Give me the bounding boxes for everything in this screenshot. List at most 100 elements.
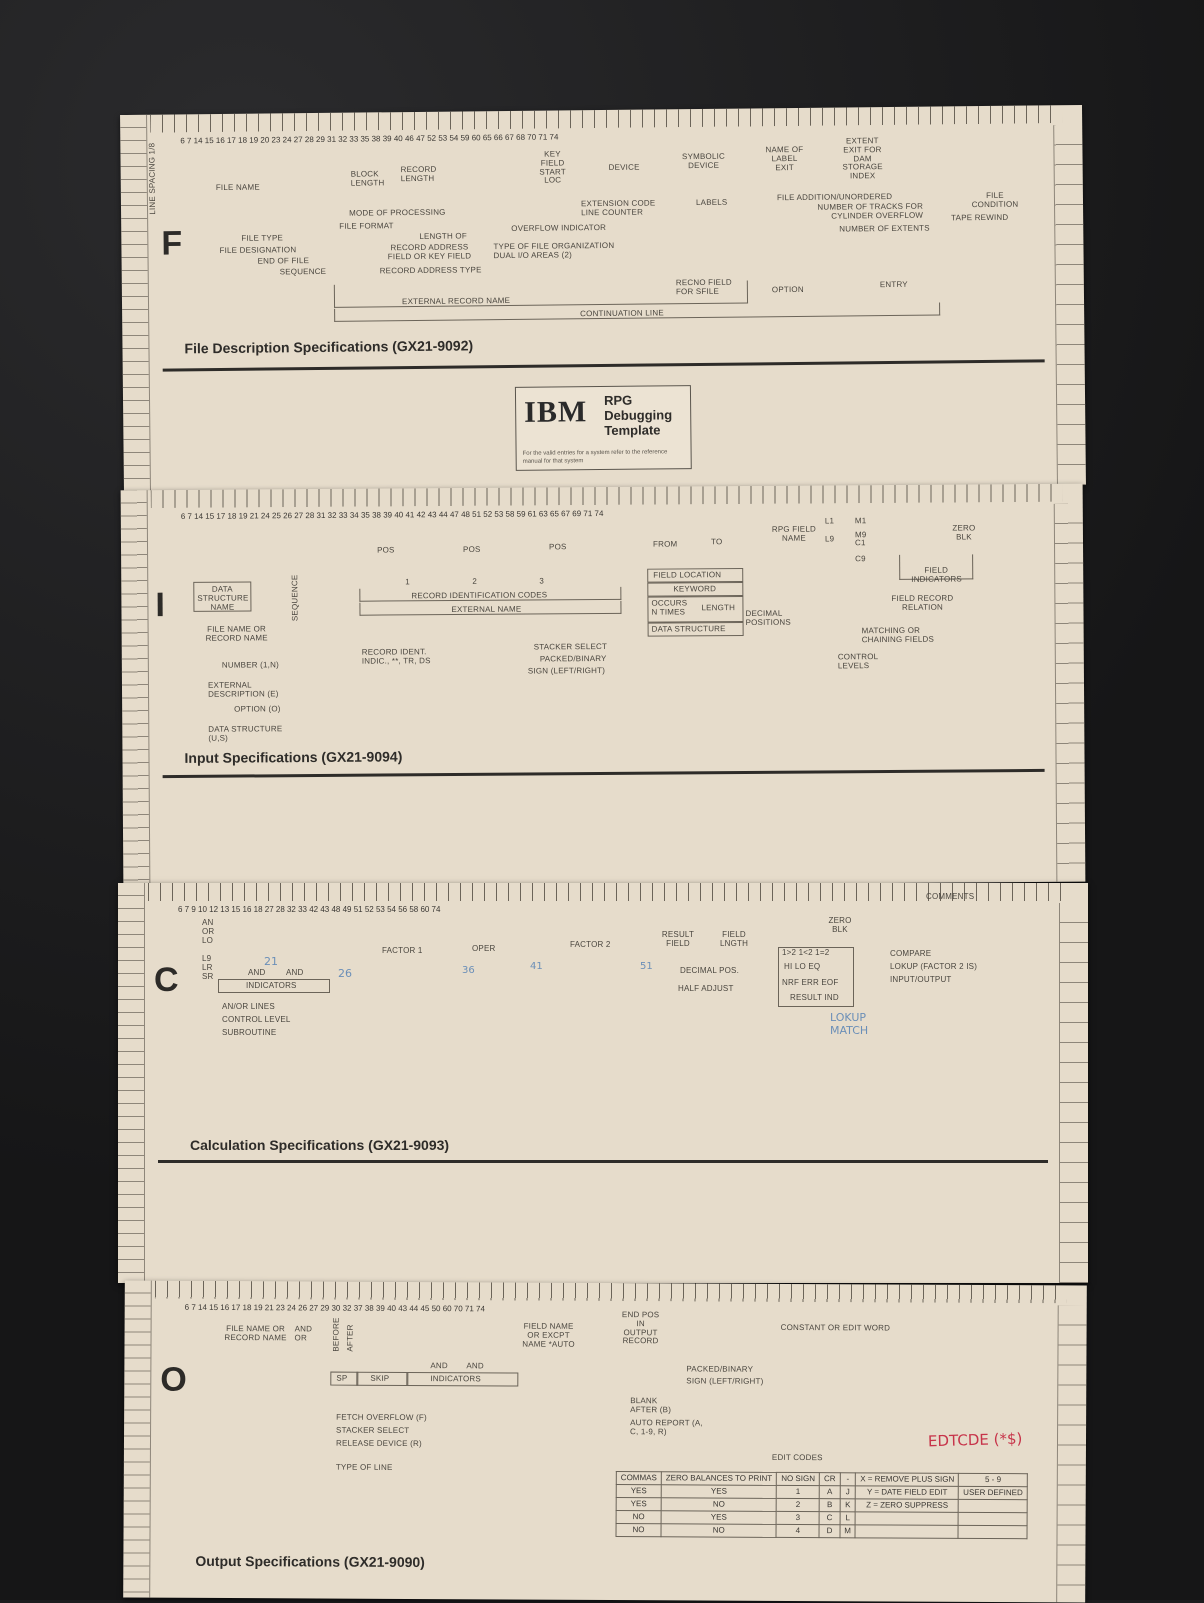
sign-label: SIGN (LEFT/RIGHT)	[686, 1376, 764, 1386]
cell	[958, 1525, 1028, 1539]
continuation-line-label: CONTINUATION LINE	[580, 308, 664, 319]
column-numbers: 6 7 9 10 12 13 15 16 18 27 28 32 33 42 4…	[178, 905, 441, 914]
section-title: File Description Specifications (GX21-90…	[184, 337, 474, 357]
file-name-label: FILE NAME	[215, 182, 260, 193]
handwritten-note-51: 51	[640, 961, 653, 972]
file-name-record-label: FILE NAME OR RECORD NAME	[224, 1324, 287, 1343]
cell: NO	[616, 1510, 662, 1524]
external-name-label: EXTERNAL NAME	[451, 604, 522, 615]
template-note: For the valid entries for a system refer…	[522, 449, 668, 465]
section-title: Input Specifications (GX21-9094)	[184, 748, 403, 766]
data-structure-name-label: DATA STRUCTURE NAME	[197, 584, 249, 612]
length-label: LENGTH	[701, 603, 736, 613]
input-output-label: INPUT/OUTPUT	[890, 975, 952, 984]
overflow-indicator-label: OVERFLOW INDICATOR	[511, 222, 607, 233]
header-zero-balances: ZERO BALANCES TO PRINT	[661, 1471, 777, 1486]
l1-label: L1	[824, 516, 835, 526]
template-name-line-2: Debugging	[604, 407, 673, 423]
cell: K	[839, 1498, 856, 1512]
cell: A	[819, 1485, 841, 1499]
control-levels-label: CONTROL LEVELS	[837, 652, 879, 671]
ibm-logo: IBM	[523, 395, 588, 429]
sp-label: SP	[336, 1373, 348, 1383]
and-1-label: AND	[430, 1361, 448, 1371]
template-name-line-3: Template	[604, 422, 661, 438]
indicators-label: INDICATORS	[430, 1374, 481, 1384]
cell	[855, 1524, 959, 1539]
decimal-positions-label: DECIMAL POSITIONS	[745, 608, 791, 627]
nrf-err-eof-values: NRF ERR EOF	[782, 978, 839, 987]
and-1-label: AND	[248, 968, 266, 977]
factor-1-label: FACTOR 1	[382, 946, 423, 955]
section-letter: I	[155, 586, 166, 625]
handwritten-note-36: 36	[462, 965, 475, 976]
indicators-box	[218, 979, 330, 993]
edit-codes-table: COMMAS ZERO BALANCES TO PRINT NO SIGN CR…	[615, 1471, 1028, 1539]
number-label: NUMBER (1,N)	[221, 660, 279, 670]
matching-label: MATCHING OR CHAINING FIELDS	[861, 625, 935, 644]
packed-binary-label: PACKED/BINARY	[539, 653, 607, 664]
handwritten-edtcde: EDTCDE (*$)	[927, 1429, 1023, 1451]
edit-codes-label: EDIT CODES	[771, 1452, 823, 1463]
divider	[158, 1160, 1048, 1163]
pos2-label: POS	[463, 544, 481, 554]
end-pos-label: END POS IN OUTPUT RECORD	[621, 1310, 660, 1346]
cell: YES	[616, 1484, 662, 1498]
line-spacing-label: LINE SPACING 1/8	[147, 142, 158, 215]
field-record-relation-label: FIELD RECORD RELATION	[891, 593, 954, 612]
cell: YES	[616, 1497, 662, 1511]
factor-2-label: FACTOR 2	[570, 940, 611, 949]
and-2-label: AND	[286, 968, 304, 977]
column-ruler	[154, 1280, 1067, 1304]
cell: NO	[616, 1523, 662, 1537]
header-minus: -	[840, 1472, 856, 1486]
right-spacing-strip	[1056, 1305, 1087, 1603]
cell: 3	[776, 1511, 820, 1525]
cell: USER DEFINED	[958, 1486, 1028, 1500]
file-designation-label: FILE DESIGNATION	[219, 245, 297, 256]
right-spacing-strip	[1053, 503, 1086, 882]
subroutine-label: SUBROUTINE	[222, 1028, 277, 1037]
header-cr: CR	[819, 1472, 841, 1486]
line-spacing-strip	[118, 883, 145, 1283]
cell: D	[819, 1524, 840, 1538]
after-label: AFTER	[345, 1324, 355, 1352]
record-length-label: RECORD LENGTH	[400, 164, 437, 183]
indicators-label: INDICATORS	[246, 981, 297, 990]
record-ident-codes-label: RECORD IDENTIFICATION CODES	[411, 590, 548, 601]
cell: NO	[661, 1523, 777, 1538]
calculation-card: 6 7 9 10 12 13 15 16 18 27 28 32 33 42 4…	[118, 883, 1088, 1283]
sequence-label: SEQUENCE	[290, 574, 300, 622]
output-card: 6 7 14 15 16 17 18 19 21 23 24 26 27 29 …	[123, 1280, 1087, 1603]
cell: 1	[776, 1485, 820, 1499]
c1-label: C1	[854, 538, 866, 548]
header-commas: COMMAS	[616, 1471, 662, 1485]
control-level-label: CONTROL LEVEL	[222, 1015, 291, 1024]
fetch-overflow-label: FETCH OVERFLOW (F)	[336, 1412, 427, 1423]
number-of-tracks-label: NUMBER OF TRACKS FOR CYLINDER OVERFLOW	[817, 201, 924, 221]
labels-label: LABELS	[695, 197, 728, 208]
input-card: 6 7 14 15 17 18 19 21 24 25 26 27 28 31 …	[120, 483, 1086, 889]
cell: Y = DATE FIELD EDIT	[855, 1485, 959, 1500]
cell: L	[839, 1511, 856, 1525]
result-field-label: RESULT FIELD	[661, 930, 695, 948]
constant-edit-word-label: CONSTANT OR EDIT WORD	[780, 1322, 891, 1333]
option-label: OPTION	[771, 284, 804, 295]
header-x-remove: X = REMOVE PLUS SIGN	[855, 1472, 959, 1487]
right-spacing-strip	[1059, 903, 1088, 1283]
lokup-label: LOKUP (FACTOR 2 IS)	[890, 962, 978, 971]
field-length-label: FIELD LNGTH	[719, 930, 749, 948]
handwritten-note-41: 41	[530, 961, 543, 972]
cell: 2	[776, 1498, 820, 1512]
cell: Z = ZERO SUPPRESS	[855, 1498, 959, 1513]
file-type-label: FILE TYPE	[241, 233, 284, 243]
cell: B	[819, 1498, 840, 1512]
cell: M	[839, 1524, 856, 1538]
recno-field-label: RECNO FIELD FOR SFILE	[675, 277, 732, 297]
section-title: Output Specifications (GX21-9090)	[195, 1552, 425, 1571]
table-row: NO NO 4 D M	[616, 1523, 1028, 1539]
external-record-name-label: EXTERNAL RECORD NAME	[401, 295, 511, 307]
c9-label: C9	[855, 554, 866, 564]
zero-blk-label: ZERO BLK	[828, 916, 852, 934]
device-label: DEVICE	[608, 162, 640, 172]
